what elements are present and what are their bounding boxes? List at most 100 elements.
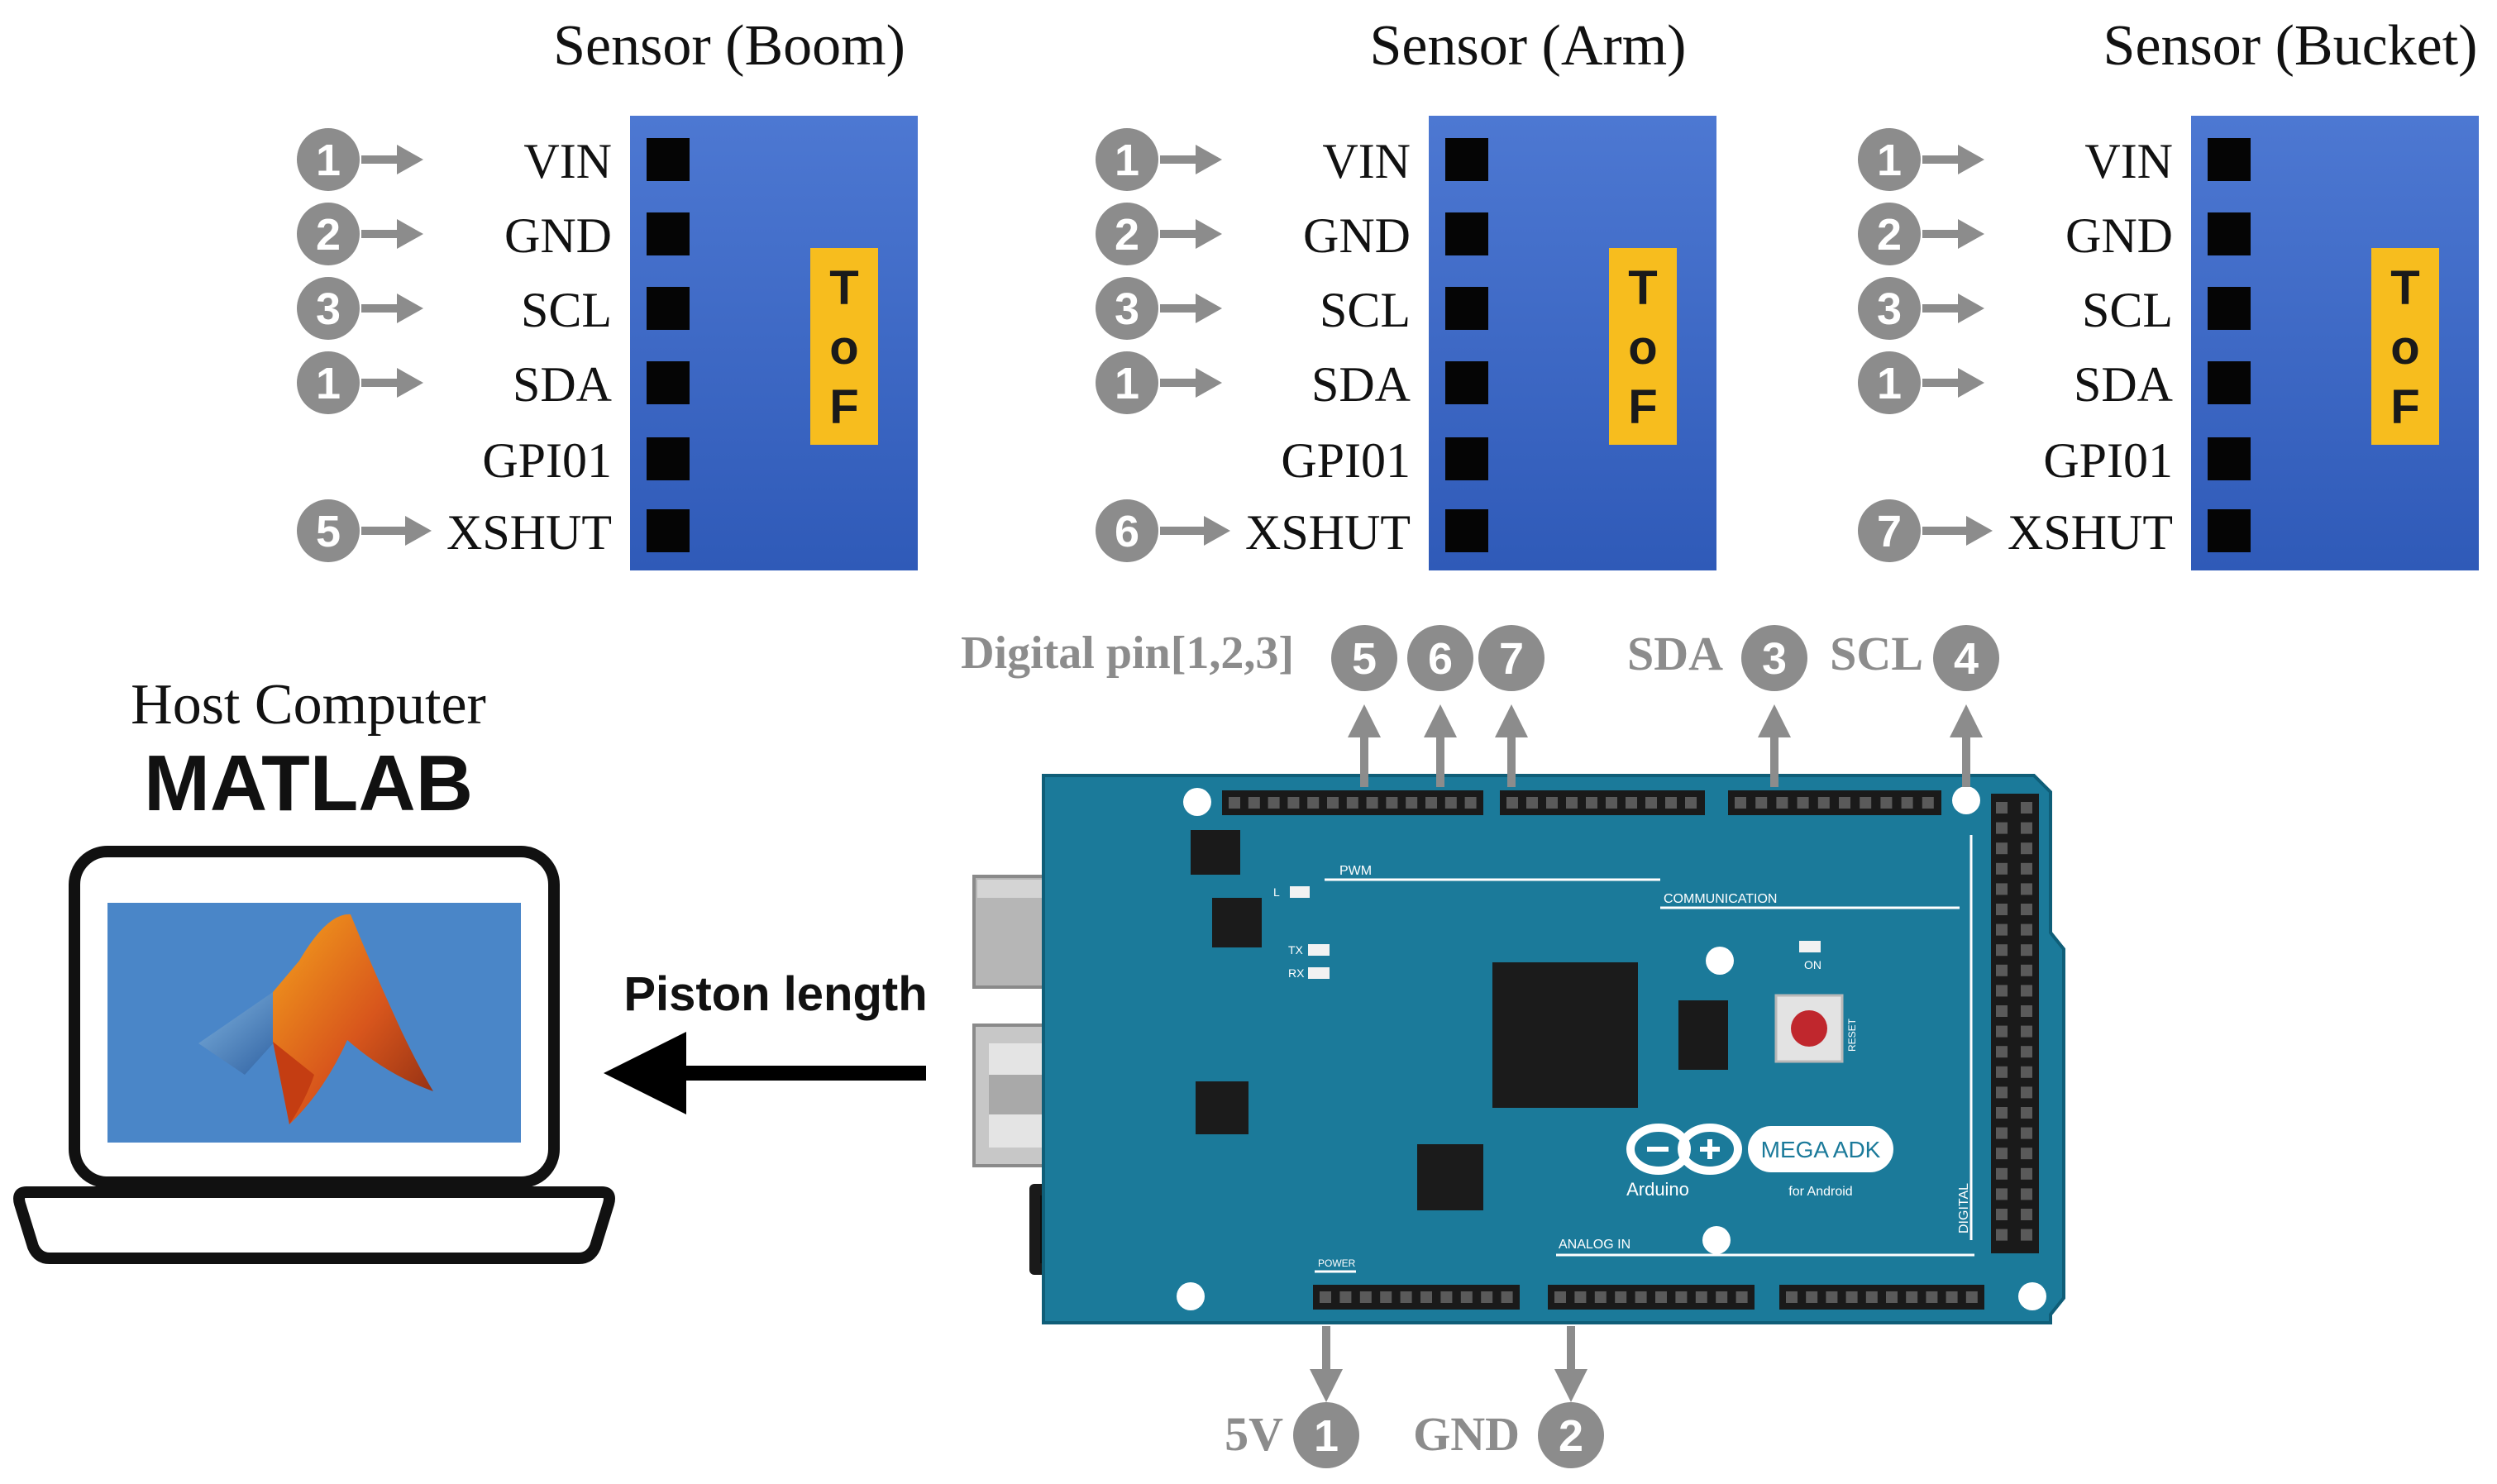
sensor-pin-pad bbox=[647, 361, 690, 404]
sensor-title: Sensor (Boom) bbox=[553, 14, 905, 78]
data-link: Piston length bbox=[604, 967, 928, 1114]
right-arrow-icon bbox=[1922, 145, 1984, 174]
sensor-pin-pad bbox=[2208, 212, 2251, 255]
led-rx bbox=[1308, 967, 1330, 979]
svg-text:1: 1 bbox=[316, 136, 341, 185]
sensor-pin-pad bbox=[647, 287, 690, 330]
pin-badge: 3 bbox=[297, 277, 360, 340]
sensor-pin-label: GND bbox=[504, 208, 612, 263]
pin-badge: 1 bbox=[1096, 128, 1158, 191]
sensor-module: Sensor (Boom)ToFVIN1GND2SCL3SDA1GPI01XSH… bbox=[297, 14, 918, 570]
pin-badge: 2 bbox=[1096, 203, 1158, 265]
svg-text:3: 3 bbox=[1115, 284, 1139, 334]
sensor-pin-label: GPI01 bbox=[1281, 433, 1411, 488]
mounting-hole bbox=[1952, 786, 1980, 814]
reset-button[interactable] bbox=[1774, 994, 1844, 1063]
arduino-mega-adk-board: Arduino MEGA ADK for Android PWM COMMUNI… bbox=[972, 774, 2065, 1324]
svg-text:4: 4 bbox=[1954, 634, 1979, 684]
piston-length-label: Piston length bbox=[623, 967, 927, 1021]
right-arrow-icon bbox=[361, 516, 432, 546]
sensor-pin-label: SDA bbox=[513, 357, 612, 412]
sensor-pin-pad bbox=[2208, 437, 2251, 480]
down-arrow-icon bbox=[1310, 1326, 1343, 1402]
sensor-module: Sensor (Bucket)ToFVIN1GND2SCL3SDA1GPI01X… bbox=[1858, 14, 2479, 570]
tof-chip-letter: o bbox=[2390, 321, 2419, 375]
host-title: Host Computer bbox=[131, 673, 486, 737]
mounting-hole bbox=[1706, 947, 1734, 975]
pin-badge: 1 bbox=[1096, 351, 1158, 414]
svg-text:1: 1 bbox=[316, 359, 341, 408]
digital-badge-5: 5 bbox=[1331, 625, 1397, 691]
pin-badge: 1 bbox=[1858, 351, 1921, 414]
sensor-pin-pad bbox=[1445, 509, 1488, 552]
right-arrow-icon bbox=[361, 219, 423, 249]
right-arrow-icon bbox=[1160, 368, 1222, 398]
arduino-brand: Arduino bbox=[1626, 1179, 1689, 1200]
communication-silk: COMMUNICATION bbox=[1664, 892, 1777, 906]
reset-silk: RESET bbox=[1846, 1018, 1858, 1052]
tof-chip-letter: T bbox=[829, 261, 858, 315]
led-tx bbox=[1308, 944, 1330, 956]
sensor-module: Sensor (Arm)ToFVIN1GND2SCL3SDA1GPI01XSHU… bbox=[1096, 14, 1716, 570]
sensor-pin-pad bbox=[1445, 287, 1488, 330]
small-chip bbox=[1196, 1081, 1248, 1134]
svg-text:2: 2 bbox=[1877, 210, 1902, 260]
power-5v-label: 5V bbox=[1225, 1407, 1283, 1461]
sensor-pin-pad bbox=[1445, 437, 1488, 480]
model-badge: MEGA ADK bbox=[1748, 1126, 1893, 1172]
left-arrow-icon bbox=[604, 1032, 686, 1114]
right-arrow-icon bbox=[1160, 145, 1222, 174]
on-silk: ON bbox=[1804, 958, 1821, 971]
right-arrow-icon bbox=[1922, 368, 1984, 398]
arduino-logo-icon bbox=[1626, 1124, 1742, 1175]
analog-silk: ANALOG IN bbox=[1559, 1238, 1630, 1252]
tof-chip bbox=[810, 248, 878, 445]
sensor-pin-label: VIN bbox=[2084, 134, 2173, 188]
small-chip bbox=[1212, 898, 1262, 947]
mounting-hole bbox=[2018, 1282, 2046, 1310]
sensor-pin-label: GPI01 bbox=[2043, 433, 2173, 488]
sensor-pin-label: XSHUT bbox=[2008, 505, 2173, 560]
l-silk: L bbox=[1273, 885, 1280, 899]
matlab-logo-icon bbox=[198, 914, 433, 1124]
right-arrow-icon bbox=[361, 368, 423, 398]
icsp-header bbox=[1678, 1000, 1728, 1070]
usb-host-chip bbox=[1417, 1144, 1483, 1210]
sensor-pin-pad bbox=[647, 138, 690, 181]
pwm-silk: PWM bbox=[1339, 864, 1372, 878]
pin-badge: 2 bbox=[1858, 203, 1921, 265]
mcu-chip bbox=[1492, 962, 1638, 1108]
digital-badge-6: 6 bbox=[1407, 625, 1473, 691]
sensor-pin-label: SCL bbox=[2082, 283, 2173, 337]
up-arrow-icon bbox=[1950, 704, 1983, 787]
right-arrow-icon bbox=[1160, 516, 1230, 546]
svg-text:2: 2 bbox=[1115, 210, 1139, 260]
tof-chip-letter: o bbox=[829, 321, 858, 375]
sda-badge: 3 bbox=[1741, 625, 1807, 691]
up-arrow-icon bbox=[1758, 704, 1791, 787]
sensor-pin-label: GPI01 bbox=[482, 433, 612, 488]
tx-silk: TX bbox=[1288, 943, 1304, 957]
led-l bbox=[1290, 886, 1310, 898]
svg-text:3: 3 bbox=[316, 284, 341, 334]
svg-text:1: 1 bbox=[1877, 136, 1902, 185]
pin-badge: 1 bbox=[1858, 128, 1921, 191]
board-bottom-connections: 5V 1 GND 2 bbox=[1225, 1326, 1604, 1468]
digital-silk: DIGITAL bbox=[1957, 1183, 1971, 1233]
svg-text:7: 7 bbox=[1499, 634, 1524, 684]
led-on bbox=[1799, 941, 1821, 952]
svg-text:3: 3 bbox=[1877, 284, 1902, 334]
svg-text:7: 7 bbox=[1877, 507, 1902, 556]
svg-text:2: 2 bbox=[316, 210, 341, 260]
model-sub-label: for Android bbox=[1788, 1185, 1852, 1199]
right-arrow-icon bbox=[1922, 219, 1984, 249]
pin-badge: 3 bbox=[1096, 277, 1158, 340]
sensor-pin-label: VIN bbox=[523, 134, 612, 188]
sensor-pin-label: VIN bbox=[1322, 134, 1411, 188]
pin-badge: 6 bbox=[1096, 499, 1158, 562]
pin-badge: 2 bbox=[297, 203, 360, 265]
sda-label: SDA bbox=[1627, 627, 1723, 680]
right-arrow-icon bbox=[1922, 293, 1984, 323]
svg-text:1: 1 bbox=[1314, 1411, 1339, 1461]
